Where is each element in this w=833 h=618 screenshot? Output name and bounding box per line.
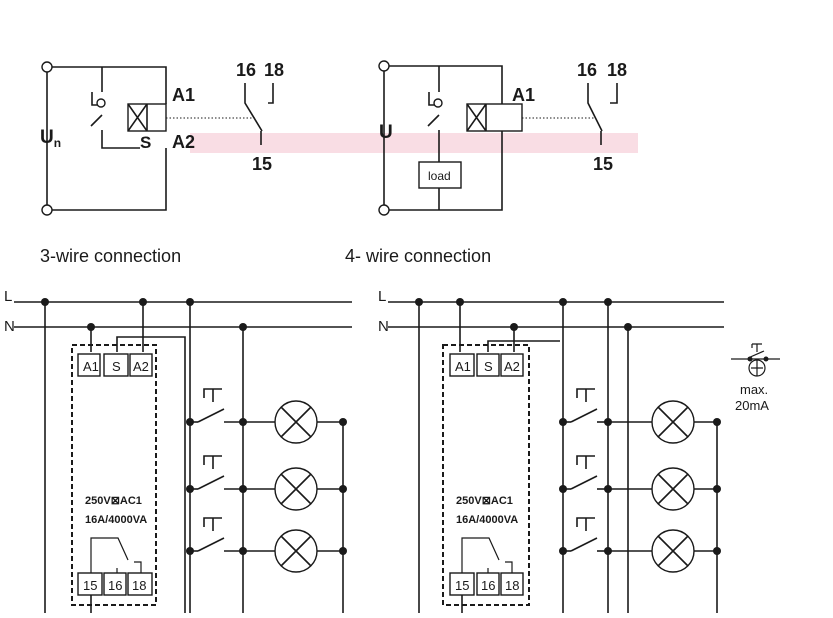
illuminated-pushbutton-icon — [731, 343, 780, 377]
supply-voltage-label: Un — [40, 127, 61, 150]
contact-18-label-4w: 18 — [607, 60, 627, 80]
rating-current-4w: 16A/4000VA — [456, 514, 518, 526]
supply-terminal-bottom-4w — [378, 204, 390, 216]
load-box — [418, 161, 462, 189]
relay-coil-4w — [466, 103, 523, 132]
pushbutton-1 — [197, 408, 225, 423]
pushbutton-actuator-2-4w — [576, 455, 595, 469]
load-label: load — [428, 169, 451, 183]
pushbutton-3-4w — [570, 537, 598, 552]
pushbutton-1-4w — [570, 408, 598, 423]
terminal-15-4w: 15 — [455, 578, 469, 593]
s-label: S — [140, 133, 151, 152]
line-l-label-4w: L — [378, 288, 386, 305]
schematic-3-wire: 16 18 15 A1 A2 S Un 3-wire connection — [40, 60, 284, 266]
a1-label: A1 — [172, 85, 195, 105]
highlight-band — [190, 133, 638, 153]
supply-voltage-label-4w: U — [379, 122, 393, 143]
installation-3-wire: L N A1 S A2 250V⊠AC1 16A/4000VA — [4, 288, 352, 613]
pushbutton-actuator-1-4w — [576, 388, 595, 402]
supply-terminal-top-4w — [378, 60, 390, 72]
illuminated-note-current: 20mA — [735, 398, 769, 413]
pushbutton-contact-4w — [433, 98, 443, 108]
caption-4-wire: 4- wire connection — [345, 246, 491, 266]
line-n-label-4w: N — [378, 318, 389, 335]
pushbutton-2-4w — [570, 475, 598, 490]
terminal-a1: A1 — [83, 359, 99, 374]
terminal-a2-4w: A2 — [504, 359, 520, 374]
terminal-18: 18 — [132, 578, 146, 593]
rating-current: 16A/4000VA — [85, 514, 147, 526]
terminal-a1-4w: A1 — [455, 359, 471, 374]
terminal-16: 16 — [108, 578, 122, 593]
rating-voltage-4w: 250V⊠AC1 — [456, 495, 513, 507]
terminal-s: S — [112, 359, 121, 374]
pushbutton-actuator-2 — [203, 455, 222, 469]
contact-16-label-4w: 16 — [577, 60, 597, 80]
pushbutton-actuator-3 — [203, 517, 222, 531]
terminal-16-4w: 16 — [481, 578, 495, 593]
supply-terminal-top — [41, 61, 53, 73]
a2-label: A2 — [172, 132, 195, 152]
terminal-a2: A2 — [133, 359, 149, 374]
contact-15-label: 15 — [252, 154, 272, 174]
line-n-label: N — [4, 318, 15, 335]
caption-3-wire: 3-wire connection — [40, 246, 181, 266]
rating-voltage: 250V⊠AC1 — [85, 495, 142, 507]
pushbutton-contact — [96, 98, 106, 108]
pushbutton-3 — [197, 537, 225, 552]
line-l-label: L — [4, 288, 12, 305]
contact-15-label-4w: 15 — [593, 154, 613, 174]
relay-device-outline — [71, 344, 157, 606]
pushbutton-2 — [197, 475, 225, 490]
schematic-4-wire: load 16 18 15 A1 U 4- wire connection — [345, 60, 627, 266]
contact-18-label: 18 — [264, 60, 284, 80]
pushbutton-actuator-3-4w — [576, 517, 595, 531]
contact-16-label: 16 — [236, 60, 256, 80]
terminal-s-4w: S — [484, 359, 493, 374]
supply-terminal-bottom — [41, 204, 53, 216]
a1-label-4w: A1 — [512, 85, 535, 105]
illuminated-note-max: max. — [740, 382, 768, 397]
installation-4-wire: L N A1 S A2 250V⊠AC1 16A/4000VA 15 16 1 — [378, 288, 780, 613]
terminal-15: 15 — [83, 578, 97, 593]
relay-device-outline-4w — [442, 344, 530, 606]
pushbutton-actuator-1 — [203, 388, 222, 402]
terminal-18-4w: 18 — [505, 578, 519, 593]
